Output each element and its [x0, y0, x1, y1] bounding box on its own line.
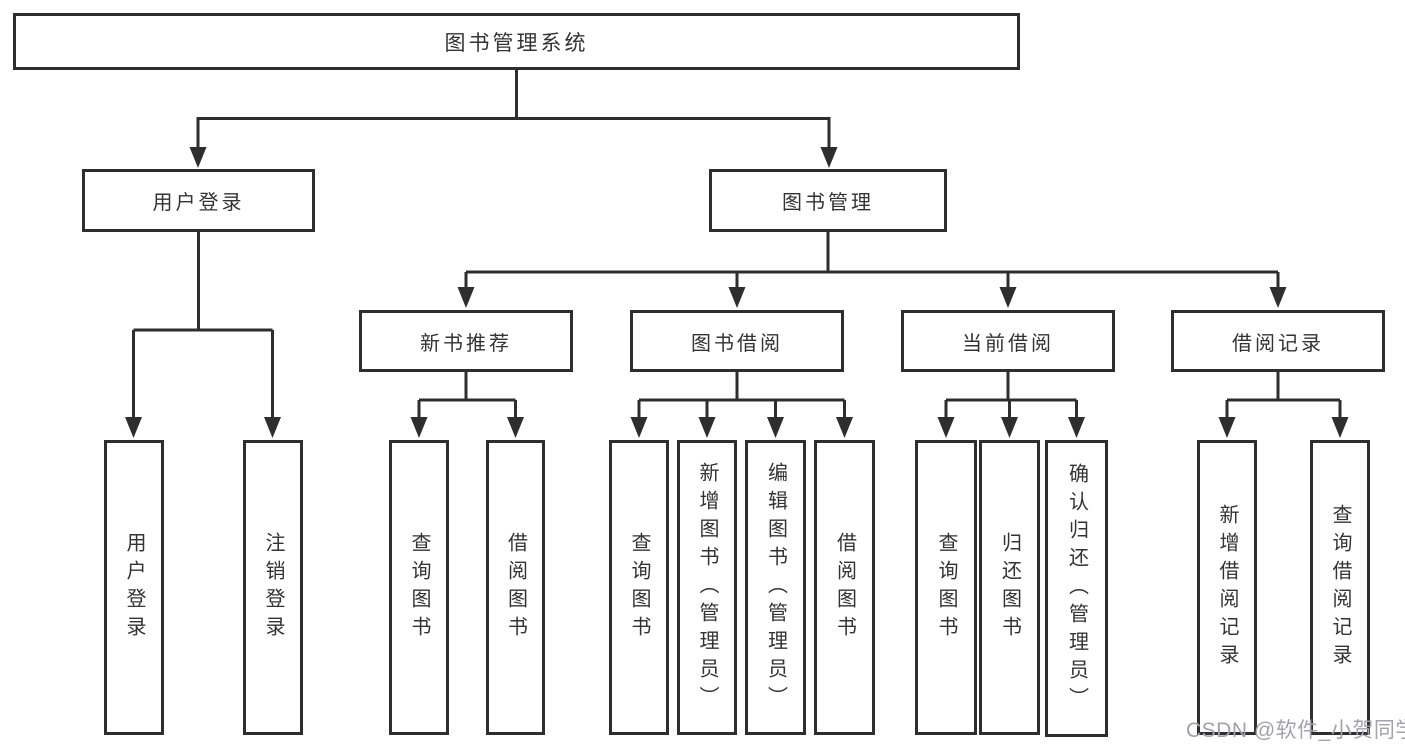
leaf-query-books-2: 查询图书	[609, 440, 669, 735]
node-new-book-recommendation: 新书推荐	[359, 310, 573, 372]
leaf-add-books-admin: 新增图书（管理员）	[677, 440, 737, 735]
node-label: 注销登录	[262, 531, 284, 644]
node-label: 编辑图书（管理员）	[764, 461, 787, 714]
node-borrowing-records: 借阅记录	[1171, 310, 1385, 372]
leaf-edit-books-admin: 编辑图书（管理员）	[745, 440, 806, 735]
node-label: 图书借阅	[691, 332, 783, 355]
node-label: 查询借阅记录	[1329, 503, 1351, 672]
edges-bookmgmt-to-level3	[457, 232, 1287, 308]
node-label: 图书管理系统	[444, 31, 589, 55]
node-label: 新增图书（管理员）	[696, 461, 718, 714]
node-label: 新书推荐	[420, 332, 512, 355]
node-library-management-system: 图书管理系统	[13, 13, 1020, 70]
edges-level3-to-leaves	[410, 372, 1349, 438]
node-label: 当前借阅	[962, 332, 1054, 355]
node-label: 确认归还（管理员）	[1065, 462, 1088, 715]
leaf-add-borrow-record: 新增借阅记录	[1197, 440, 1257, 735]
leaf-user-login: 用户登录	[104, 440, 164, 735]
leaf-confirm-return-admin: 确认归还（管理员）	[1045, 440, 1108, 737]
edges-userlogin-to-leaves	[125, 232, 281, 438]
node-current-borrowing: 当前借阅	[901, 310, 1115, 372]
leaf-borrow-books-1: 借阅图书	[486, 440, 545, 735]
node-label: 新增借阅记录	[1216, 503, 1238, 672]
edges-root-to-level2	[189, 70, 838, 168]
leaf-logout: 注销登录	[243, 440, 303, 735]
node-label: 用户登录	[152, 192, 245, 214]
node-label: 查询图书	[935, 531, 957, 644]
leaf-query-books-3: 查询图书	[915, 440, 977, 735]
node-book-management: 图书管理	[709, 169, 947, 232]
node-label: 用户登录	[123, 531, 145, 644]
leaf-query-borrow-record: 查询借阅记录	[1310, 440, 1370, 735]
node-user-login: 用户登录	[82, 169, 315, 232]
node-label: 查询图书	[408, 531, 430, 644]
leaf-query-books-1: 查询图书	[389, 440, 449, 735]
node-book-borrowing: 图书借阅	[630, 310, 844, 372]
node-label: 查询图书	[628, 531, 650, 644]
leaf-borrow-books-2: 借阅图书	[814, 440, 875, 735]
node-label: 归还图书	[998, 531, 1021, 644]
node-label: 借阅记录	[1232, 332, 1324, 355]
node-label: 借阅图书	[833, 531, 856, 644]
csdn-watermark: CSDN @软件_小贺同学	[1186, 719, 1405, 742]
leaf-return-books: 归还图书	[979, 440, 1040, 735]
node-label: 借阅图书	[504, 531, 527, 644]
node-label: 图书管理	[782, 192, 874, 214]
